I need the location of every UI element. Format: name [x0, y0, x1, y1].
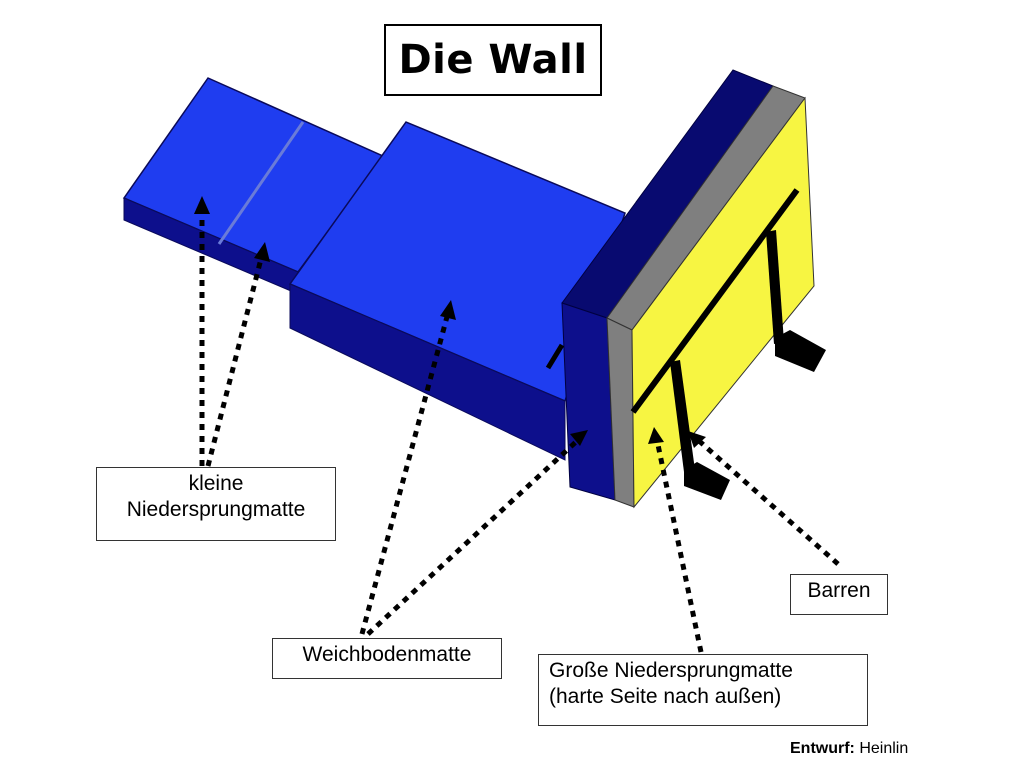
bar-rail — [630, 188, 800, 414]
label-bar: Barren — [790, 574, 888, 615]
soft-mat — [288, 121, 626, 461]
label-soft-mat: Weichbodenmatte — [272, 638, 502, 679]
bar-post-right — [766, 230, 784, 344]
bar-post-left — [670, 360, 695, 472]
arrowhead-weich-a — [440, 300, 456, 320]
small-mat-seam — [217, 121, 305, 245]
arrowhead-weich-b — [570, 430, 588, 446]
title-box: Die Wall — [384, 24, 602, 96]
pointer-arrowheads — [194, 196, 706, 448]
arrowhead-barren — [688, 431, 706, 448]
small-handle — [545, 343, 565, 370]
credit-label: Entwurf: — [790, 740, 855, 757]
label-small-landing-mat: kleine Niedersprungmatte — [96, 467, 336, 541]
credit-name: Heinlin — [859, 740, 909, 757]
arrowhead-kleine-b — [254, 242, 270, 262]
page-title: Die Wall — [398, 37, 588, 83]
pointer-weich-b — [366, 438, 580, 636]
label-small-mat-line1: kleine — [188, 472, 244, 495]
arrowhead-kleine-a — [194, 196, 210, 214]
wall-dark-face — [561, 302, 616, 501]
pointer-gross — [654, 439, 704, 653]
label-large-landing-mat: Große Niedersprungmatte (harte Seite nac… — [538, 654, 868, 726]
credit-line: Entwurf: Heinlin — [790, 740, 970, 758]
arrowhead-gross — [648, 427, 664, 444]
pointer-barren — [696, 438, 840, 566]
label-large-mat-line2: (harte Seite nach außen) — [549, 685, 782, 708]
bar-foot-left — [684, 462, 730, 500]
bar-foot-right — [775, 330, 826, 372]
pointer-lines — [199, 210, 840, 653]
pointer-kleine-b — [205, 254, 265, 467]
small-landing-mat — [122, 77, 385, 295]
label-bar-text: Barren — [807, 579, 871, 602]
label-small-mat-line2: Niedersprungmatte — [126, 498, 306, 521]
label-large-mat-line1: Große Niedersprungmatte — [549, 659, 793, 682]
soft-mat-front — [289, 283, 566, 461]
label-soft-mat-text: Weichbodenmatte — [302, 643, 472, 666]
bar-structure — [630, 188, 826, 500]
pointer-weich-a — [359, 312, 451, 635]
large-landing-mat — [545, 69, 815, 509]
